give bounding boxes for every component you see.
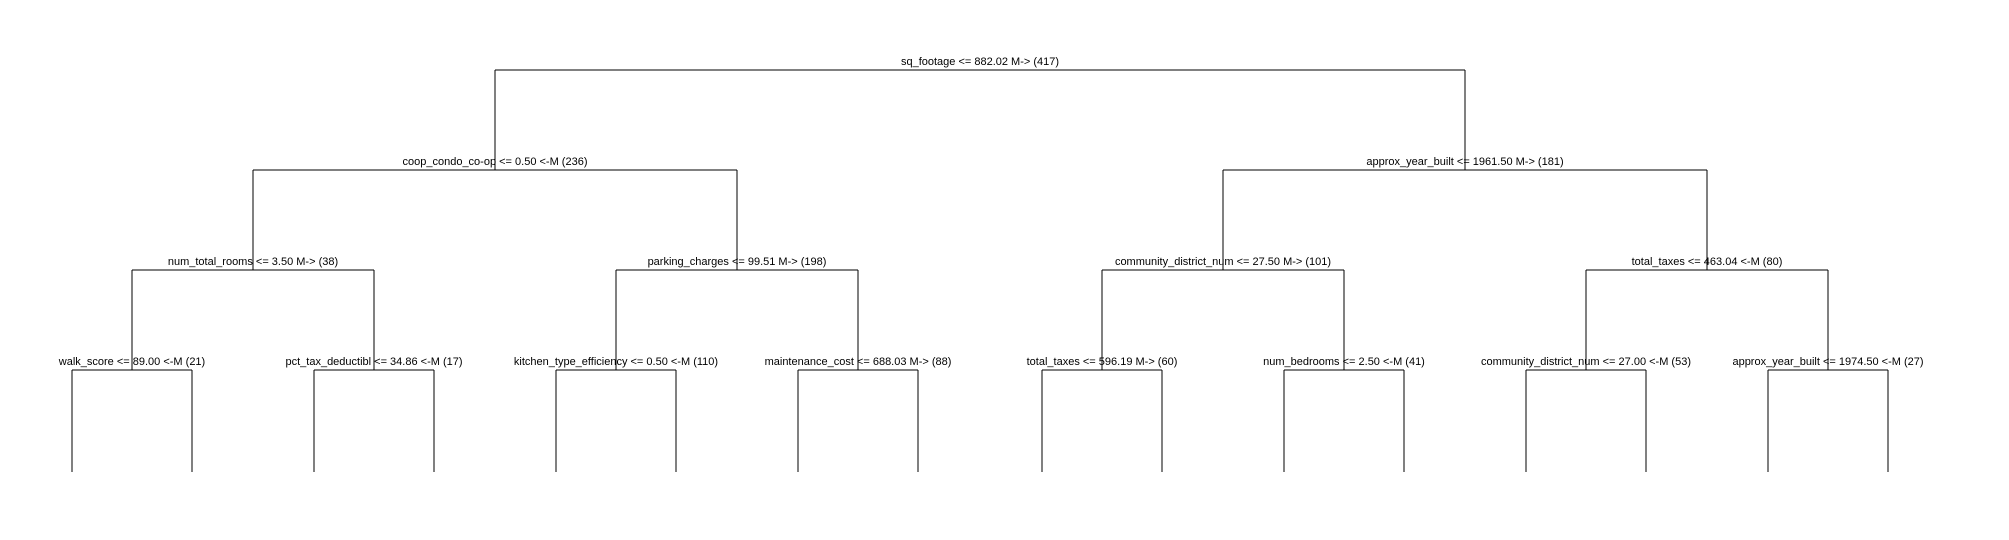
split-label-tree-root-children-0-children-1-children-1: maintenance_cost <= 688.03 M-> (88) <box>765 356 952 368</box>
split-label-tree-root-children-0-children-0-children-1: pct_tax_deductibl <= 34.86 <-M (17) <box>285 356 462 368</box>
split-label-tree-root-children-1-children-1-children-1: approx_year_built <= 1974.50 <-M (27) <box>1732 356 1923 368</box>
split-label-tree-root-children-0-children-0-children-0: walk_score <= 89.00 <-M (21) <box>58 356 205 368</box>
split-label-tree-root-children-1-children-0-children-1: num_bedrooms <= 2.50 <-M (41) <box>1263 356 1425 368</box>
split-label-tree-root-children-0-children-0: num_total_rooms <= 3.50 M-> (38) <box>168 256 338 268</box>
split-label-tree-root-children-1-children-1-children-0: community_district_num <= 27.00 <-M (53) <box>1481 356 1691 368</box>
split-label-tree-root-children-1-children-0: community_district_num <= 27.50 M-> (101… <box>1115 256 1331 268</box>
split-label-tree-root-children-0: coop_condo_co-op <= 0.50 <-M (236) <box>403 156 588 168</box>
tree-edges <box>71 69 1889 472</box>
split-label-tree-root-children-1-children-1: total_taxes <= 463.04 <-M (80) <box>1632 256 1783 268</box>
split-label-tree-root-children-1: approx_year_built <= 1961.50 M-> (181) <box>1366 156 1563 168</box>
split-label-tree-root-children-0-children-1-children-0: kitchen_type_efficiency <= 0.50 <-M (110… <box>514 356 718 368</box>
split-label-tree-root-children-1-children-0-children-0: total_taxes <= 596.19 M-> (60) <box>1027 356 1178 368</box>
tree-labels: sq_footage <= 882.02 M-> (417) coop_condo… <box>58 56 1924 368</box>
split-label-tree-root-children-0-children-1: parking_charges <= 99.51 M-> (198) <box>648 256 827 268</box>
split-label-tree-root: sq_footage <= 882.02 M-> (417) <box>901 56 1059 68</box>
